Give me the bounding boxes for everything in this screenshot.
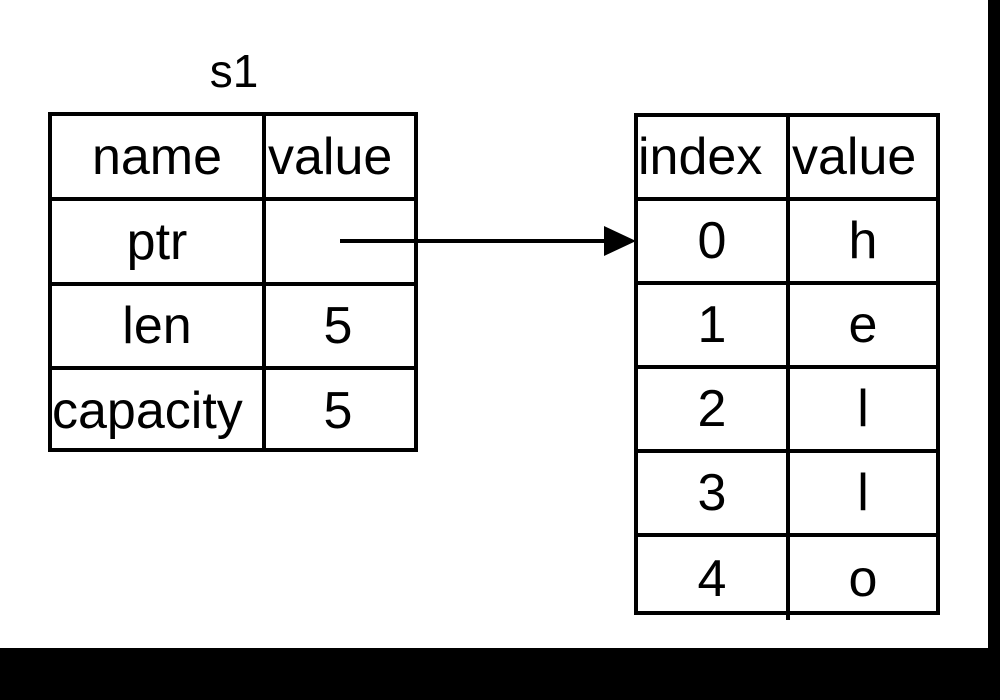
buffer-index-3: 3 [638, 453, 790, 533]
buffer-value-0: h [848, 212, 878, 270]
bottom-letterbox-bar [0, 648, 1000, 700]
table-row: 4 o [638, 537, 936, 620]
buffer-value-3: l [857, 464, 869, 522]
buffer-index-1: 1 [638, 285, 790, 365]
column-header-name: name [52, 116, 266, 197]
table-row: capacity 5 [52, 370, 414, 452]
field-value-len: 5 [323, 297, 353, 355]
right-letterbox-bar [988, 0, 1000, 700]
table-header-row: name value [52, 116, 414, 201]
pointer-arrow [340, 226, 636, 256]
field-name-capacity: capacity [52, 370, 266, 452]
buffer-index-2: 2 [638, 369, 790, 449]
buffer-index-0: 0 [638, 201, 790, 281]
column-header-index: index [638, 117, 790, 197]
field-value-capacity: 5 [323, 382, 353, 440]
field-name-ptr: ptr [52, 201, 266, 282]
table-row: ptr [52, 201, 414, 286]
field-name-len: len [52, 286, 266, 366]
buffer-table: index value 0 h 1 e 2 l 3 l 4 o [634, 113, 940, 620]
table-row: 3 l [638, 453, 936, 537]
buffer-value-2: l [857, 380, 869, 438]
column-header-value: value [792, 128, 917, 186]
table-header-row: index value [638, 117, 936, 201]
column-header-value: value [268, 127, 393, 186]
struct-table: name value ptr len 5 capacity 5 [48, 112, 418, 452]
buffer-value-4: o [848, 549, 878, 608]
pointer-arrowhead-icon [604, 226, 636, 256]
struct-table-label: s1 [209, 45, 259, 97]
buffer-value-1: e [848, 296, 878, 354]
buffer-index-4: 4 [638, 537, 790, 620]
table-row: len 5 [52, 286, 414, 370]
table-row: 0 h [638, 201, 936, 285]
table-row: 1 e [638, 285, 936, 369]
table-row: 2 l [638, 369, 936, 453]
